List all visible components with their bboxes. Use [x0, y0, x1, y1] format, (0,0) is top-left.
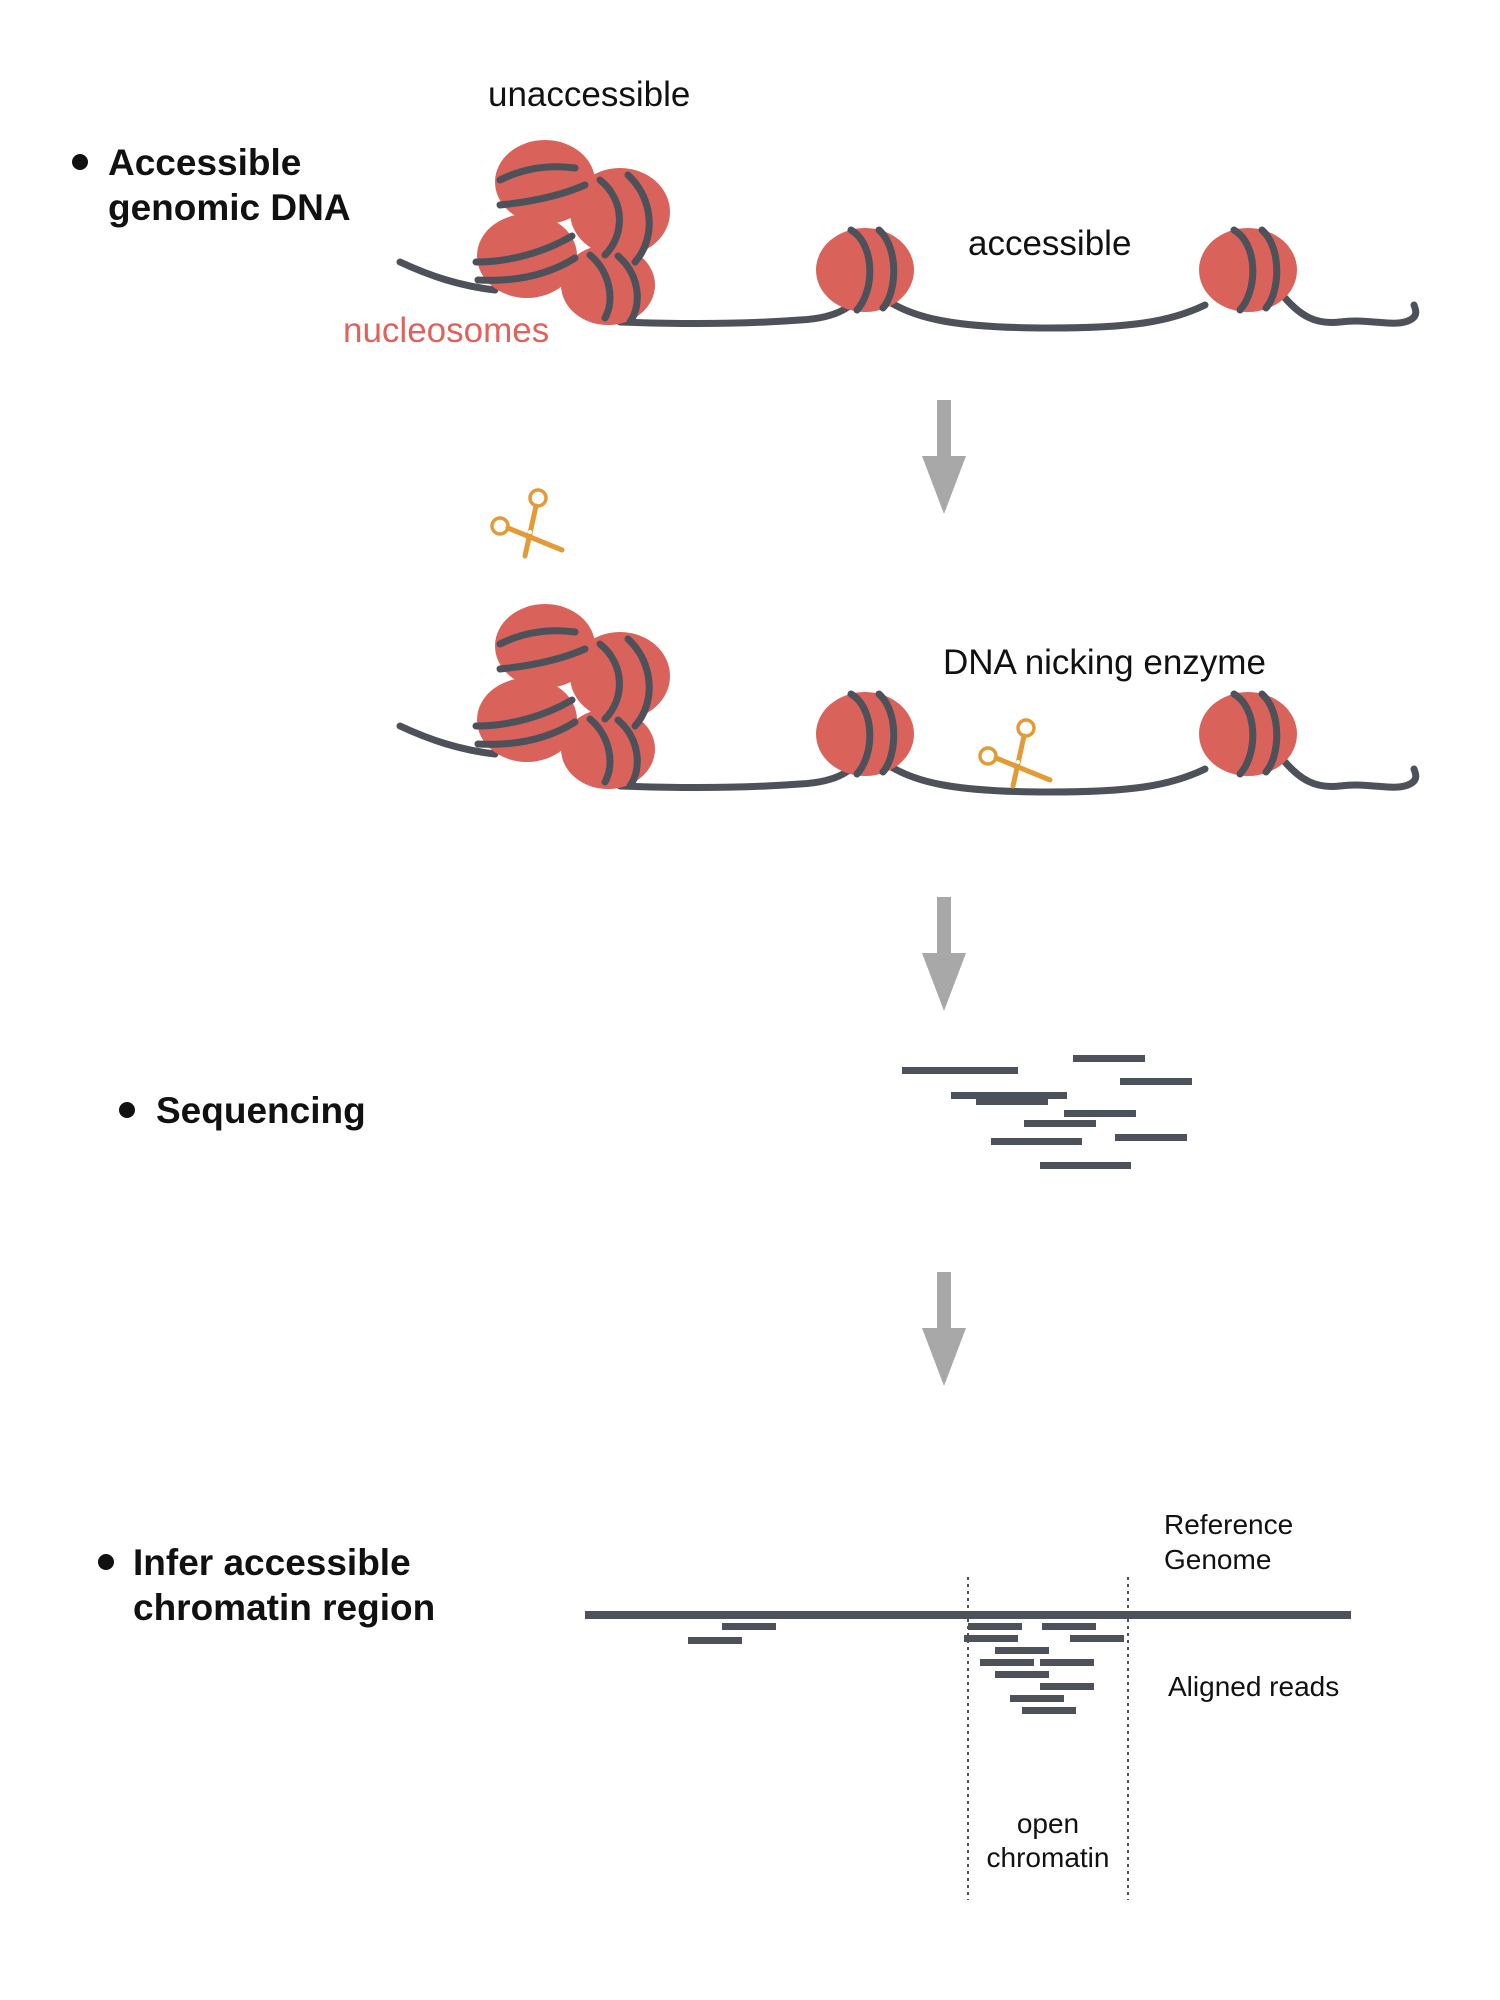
aligned-reads	[688, 1623, 1124, 1714]
read	[1070, 1635, 1124, 1642]
read	[902, 1067, 1018, 1074]
bullet-sequencing: Sequencing	[156, 1090, 366, 1131]
section-nicking: DNA nicking enzyme	[400, 490, 1420, 796]
section-infer-region: Infer accessible chromatin region Refere…	[98, 1509, 1351, 1900]
read	[1024, 1120, 1096, 1127]
bullet-dot	[98, 1554, 114, 1570]
label-aligned-reads: Aligned reads	[1168, 1671, 1339, 1702]
section-sequencing: Sequencing	[119, 1055, 1192, 1169]
read	[1040, 1683, 1094, 1690]
nucleosome	[1199, 228, 1297, 312]
sequencing-reads	[902, 1055, 1192, 1169]
scissors-icon	[980, 720, 1050, 786]
arrow-down	[922, 897, 966, 1011]
dna-strand	[616, 284, 1420, 332]
label-reference-line1: Reference	[1164, 1509, 1293, 1540]
arrow-down	[922, 400, 966, 514]
read	[951, 1092, 1067, 1099]
read	[964, 1635, 1018, 1642]
nucleosome-cluster	[400, 604, 670, 789]
read	[968, 1623, 1022, 1630]
read	[995, 1647, 1049, 1654]
label-accessible: accessible	[968, 224, 1131, 263]
read	[980, 1659, 1034, 1666]
label-dna-nicking-enzyme: DNA nicking enzyme	[943, 643, 1266, 682]
read	[1115, 1134, 1187, 1141]
read	[1073, 1055, 1145, 1062]
read	[976, 1098, 1048, 1105]
label-reference-line2: Genome	[1164, 1544, 1271, 1575]
nucleosome-cluster	[400, 140, 670, 325]
nucleosome	[816, 692, 914, 776]
read	[1022, 1707, 1076, 1714]
arrow-down	[922, 1272, 966, 1386]
scissors-icon	[492, 490, 562, 556]
read	[1120, 1078, 1192, 1085]
read	[995, 1671, 1049, 1678]
nucleosome	[1199, 692, 1297, 776]
read	[991, 1138, 1082, 1145]
nucleosome	[816, 228, 914, 312]
read	[1042, 1623, 1096, 1630]
label-unaccessible: unaccessible	[488, 75, 690, 114]
bullet-accessible-line2: genomic DNA	[108, 187, 351, 228]
read	[688, 1637, 742, 1644]
bullet-infer-line2: chromatin region	[133, 1587, 435, 1628]
bullet-infer-line1: Infer accessible	[133, 1542, 411, 1583]
read	[1010, 1695, 1064, 1702]
bullet-dot	[119, 1102, 135, 1118]
bullet-accessible-line1: Accessible	[108, 142, 301, 183]
read	[1064, 1110, 1136, 1117]
bullet-dot	[72, 154, 88, 170]
label-open-line1: open	[1017, 1808, 1079, 1839]
label-nucleosomes: nucleosomes	[343, 311, 549, 350]
read	[722, 1623, 776, 1630]
section-accessible-dna: Accessible genomic DNA unaccessible acce…	[72, 75, 1420, 350]
read	[1040, 1162, 1131, 1169]
label-open-line2: chromatin	[987, 1842, 1110, 1873]
read	[1040, 1659, 1094, 1666]
